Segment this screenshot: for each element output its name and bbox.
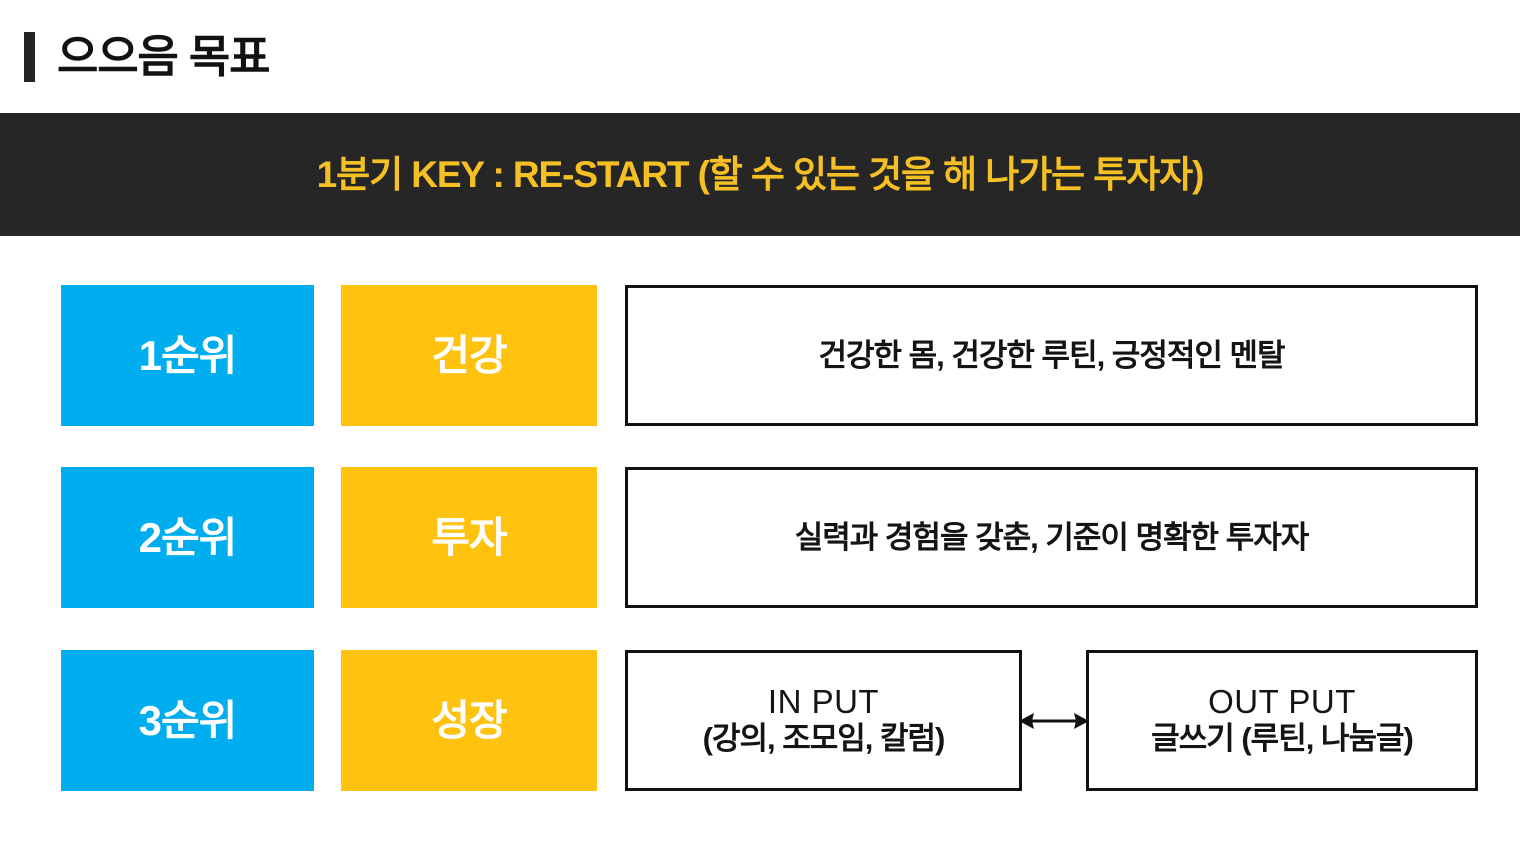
page-title-text: 으으음 목표 [57,31,271,82]
page-title: 으으음 목표 [0,0,1520,113]
rank-box-label-1: 1순위 [138,331,238,379]
rank-box-3: 3순위 [61,650,314,791]
input-box: IN PUT (강의, 조모임, 칼럼) [625,650,1022,791]
rank-box-label-2: 2순위 [138,513,238,561]
topic-box-label-3: 성장 [431,696,507,744]
topic-box-2: 투자 [341,467,597,608]
topic-box-label-2: 투자 [431,513,507,561]
output-box-title: OUT PUT [1208,683,1356,721]
key-banner: 1분기 KEY : RE-START (할 수 있는 것을 해 나가는 투자자) [0,113,1520,236]
topic-box-1: 건강 [341,285,597,426]
topic-box-3: 성장 [341,650,597,791]
input-box-title: IN PUT [767,683,880,721]
priority-row-3: 3순위 성장 IN PUT (강의, 조모임, 칼럼) OUT PUT 글쓰기 … [0,650,1520,791]
rank-box-1: 1순위 [61,285,314,426]
rank-box-label-3: 3순위 [138,696,238,744]
priority-row-2: 2순위 투자 실력과 경험을 갖춘, 기준이 명확한 투자자 [0,467,1520,608]
output-box: OUT PUT 글쓰기 (루틴, 나눔글) [1086,650,1478,791]
title-accent-bar-icon [24,31,35,82]
key-banner-text: 1분기 KEY : RE-START (할 수 있는 것을 해 나가는 투자자) [316,154,1205,195]
double-arrow-icon [1019,710,1089,732]
priority-row-1: 1순위 건강 건강한 몸, 건강한 루틴, 긍정적인 멘탈 [0,285,1520,426]
input-box-subtitle: (강의, 조모임, 칼럼) [702,721,946,757]
topic-box-label-1: 건강 [431,331,507,379]
description-box-2: 실력과 경험을 갖춘, 기준이 명확한 투자자 [625,467,1478,608]
description-text-1: 건강한 몸, 건강한 루틴, 긍정적인 멘탈 [818,337,1285,373]
description-box-1: 건강한 몸, 건강한 루틴, 긍정적인 멘탈 [625,285,1478,426]
priority-rows: 1순위 건강 건강한 몸, 건강한 루틴, 긍정적인 멘탈 2순위 투자 실력과… [0,236,1520,855]
description-text-2: 실력과 경험을 갖춘, 기준이 명확한 투자자 [794,519,1310,555]
output-box-subtitle: 글쓰기 (루틴, 나눔글) [1151,721,1414,757]
rank-box-2: 2순위 [61,467,314,608]
